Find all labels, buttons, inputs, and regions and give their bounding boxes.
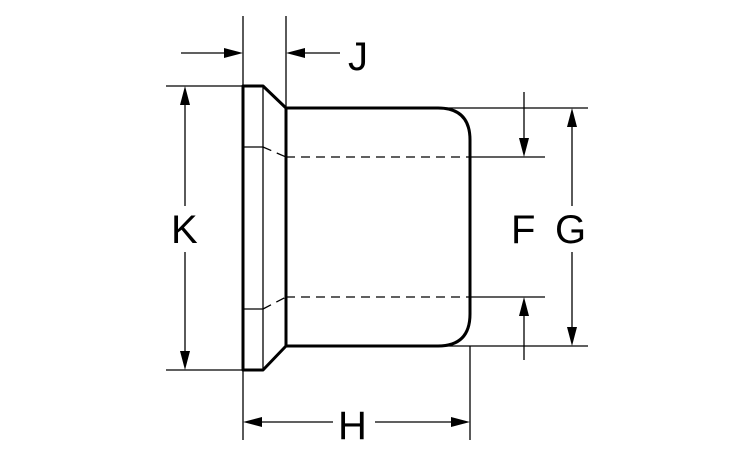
arrowhead	[224, 48, 243, 58]
arrowhead	[567, 108, 577, 127]
arrowhead	[451, 417, 470, 427]
dimension-label-j: J	[348, 35, 368, 79]
dimension-k: K	[166, 85, 243, 371]
bore-hidden-line-top	[262, 146, 287, 158]
dimension-g: G	[438, 107, 588, 347]
bushing-body-outline	[286, 106, 472, 348]
flange-outline	[241, 84, 288, 372]
dimension-label-h: H	[338, 404, 367, 448]
arrowhead	[286, 48, 305, 58]
arrowhead	[519, 297, 529, 316]
dimension-label-f: F	[511, 208, 535, 252]
dimension-f: F	[470, 92, 545, 360]
arrowhead	[567, 327, 577, 346]
dimension-label-k: K	[171, 208, 198, 252]
arrowhead	[180, 351, 190, 370]
arrowhead	[180, 86, 190, 105]
bore-hidden-line-bottom	[262, 296, 287, 310]
dimension-j: J	[181, 16, 368, 108]
dimension-label-g: G	[555, 208, 586, 252]
dimension-h: H	[242, 346, 471, 448]
arrowhead	[243, 417, 262, 427]
part-outline	[241, 84, 472, 372]
arrowhead	[519, 138, 529, 157]
